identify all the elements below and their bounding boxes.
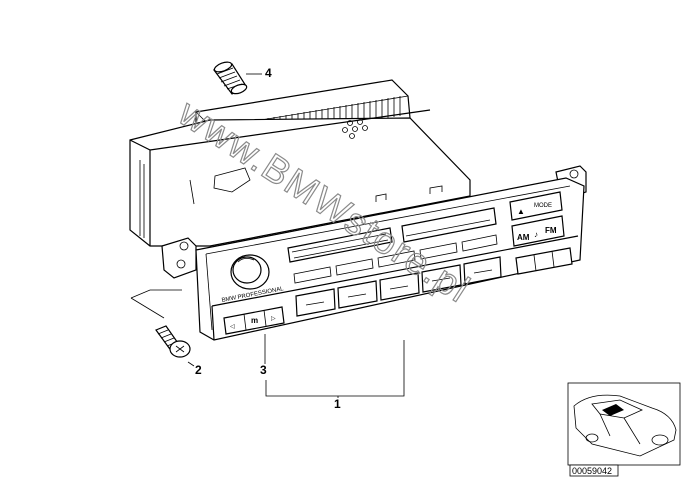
seek-left-icon: ◁ bbox=[230, 324, 235, 330]
seek-right-icon: ▷ bbox=[271, 316, 276, 322]
vent-holes bbox=[342, 119, 368, 139]
eject-icon: ▲ bbox=[517, 207, 525, 216]
display-left bbox=[287, 227, 393, 263]
balance-rocker bbox=[515, 247, 573, 275]
callout-1: 1 bbox=[334, 397, 341, 411]
volume-knob bbox=[230, 254, 270, 290]
am-label: AM bbox=[517, 233, 530, 242]
callout-4: 4 bbox=[265, 66, 272, 80]
display-right bbox=[401, 207, 497, 243]
mode-label: MODE bbox=[534, 203, 552, 209]
mode-button: ▲ MODE bbox=[509, 191, 563, 221]
diagram-code: 00059042 bbox=[572, 466, 612, 476]
mounting-bracket-left bbox=[161, 237, 197, 279]
radio-front-panel: BMW PROFESSIONAL ◁ m ▷ ▲ MODE AM ♪ FM bbox=[161, 165, 587, 341]
music-note-icon: ♪ bbox=[534, 230, 538, 239]
m-label: m bbox=[251, 316, 258, 325]
am-fm-button: AM ♪ FM bbox=[511, 215, 565, 247]
preset-buttons-row bbox=[295, 256, 502, 317]
leader-lines bbox=[130, 289, 405, 398]
part-2-screw bbox=[155, 325, 195, 367]
seek-rocker: ◁ m ▷ bbox=[223, 306, 285, 335]
preset-keys-row bbox=[293, 234, 498, 284]
callout-3: 3 bbox=[260, 363, 267, 377]
callout-2: 2 bbox=[195, 363, 202, 377]
radio-housing bbox=[129, 79, 471, 247]
car-outline bbox=[573, 394, 677, 457]
fm-label: FM bbox=[545, 226, 557, 235]
location-inset: 00059042 bbox=[567, 382, 681, 477]
brand-label: BMW bbox=[221, 295, 237, 304]
part-4-pin bbox=[213, 61, 262, 95]
